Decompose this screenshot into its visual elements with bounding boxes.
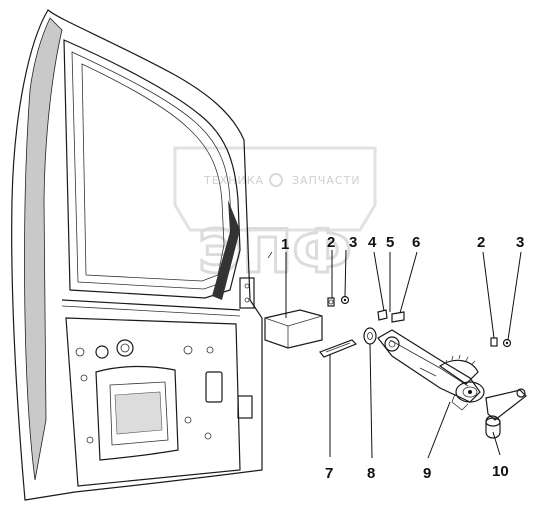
part-3-washer-right [502,338,512,348]
callout-3-left: 3 [349,234,357,251]
watermark-gear-icon [269,173,283,187]
watermark-text-right: ЗАПЧАСТИ [292,174,361,187]
part-3-washer-left [340,295,350,305]
callout-9: 9 [423,465,431,482]
part-7-strip [319,339,358,358]
callout-labels: 1 2 3 4 5 6 7 8 9 10 2 3 [281,234,524,482]
callout-7: 7 [325,465,333,482]
callout-8: 8 [367,465,375,482]
part-2-bolt-left [327,297,335,307]
callout-10: 10 [492,463,509,480]
part-9-window-regulator [377,329,485,411]
callout-2-right: 2 [477,234,485,251]
part-1-glass-bracket [264,251,323,349]
part-2-bolt-right [490,337,498,347]
part-4-spacer [377,309,388,321]
leader-lines [285,249,522,459]
watermark: ТЕХНИКА ЗАПЧАСТИ ЭПФ [173,146,377,289]
callout-4: 4 [368,234,377,251]
callout-2-left: 2 [327,234,335,251]
part-8-bushing [363,327,377,345]
callout-3-right: 3 [516,234,524,251]
callout-1: 1 [281,236,289,253]
callout-6: 6 [412,234,420,251]
part-10-crank-handle [485,388,527,439]
watermark-text-left: ТЕХНИКА [203,174,264,187]
callout-5: 5 [386,234,394,251]
part-6-plate [391,311,405,323]
door-panel [11,9,263,501]
